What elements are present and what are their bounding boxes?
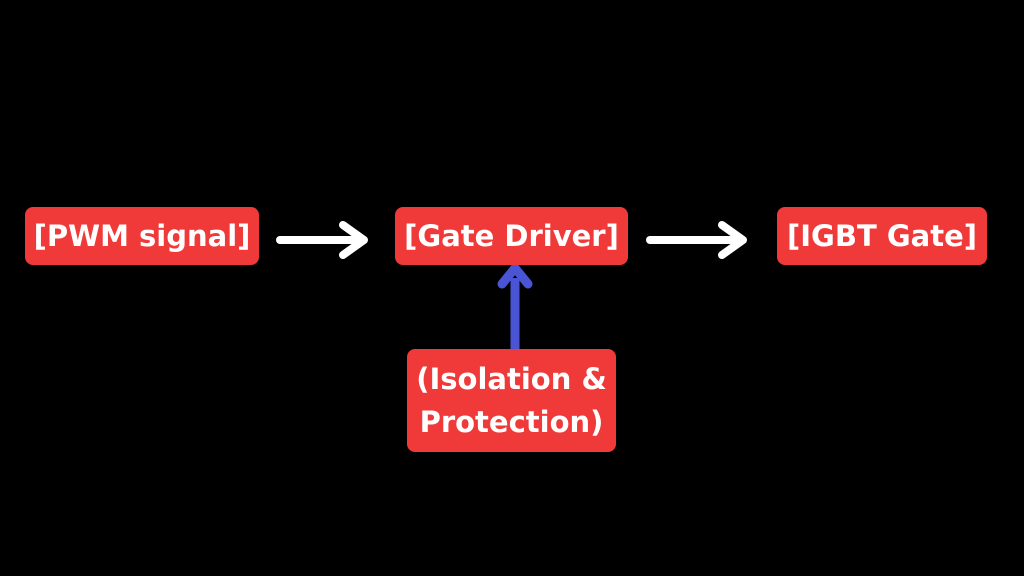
gate-driver-node: [Gate Driver] bbox=[395, 207, 628, 265]
igbt-gate-label: [IGBT Gate] bbox=[787, 218, 977, 253]
isolation-label-line1: (Isolation & bbox=[416, 362, 607, 397]
arrow-pwm-to-gate-driver bbox=[276, 221, 368, 259]
pwm-signal-node: [PWM signal] bbox=[25, 207, 259, 265]
pwm-signal-label: [PWM signal] bbox=[33, 218, 251, 253]
arrow-gate-driver-to-igbt bbox=[646, 221, 747, 259]
gate-driver-label: [Gate Driver] bbox=[404, 218, 619, 253]
igbt-gate-node: [IGBT Gate] bbox=[777, 207, 987, 265]
isolation-label-line2: Protection) bbox=[419, 404, 604, 439]
isolation-protection-node: (Isolation & Protection) bbox=[407, 349, 616, 452]
arrow-isolation-to-gate-driver bbox=[497, 263, 533, 352]
